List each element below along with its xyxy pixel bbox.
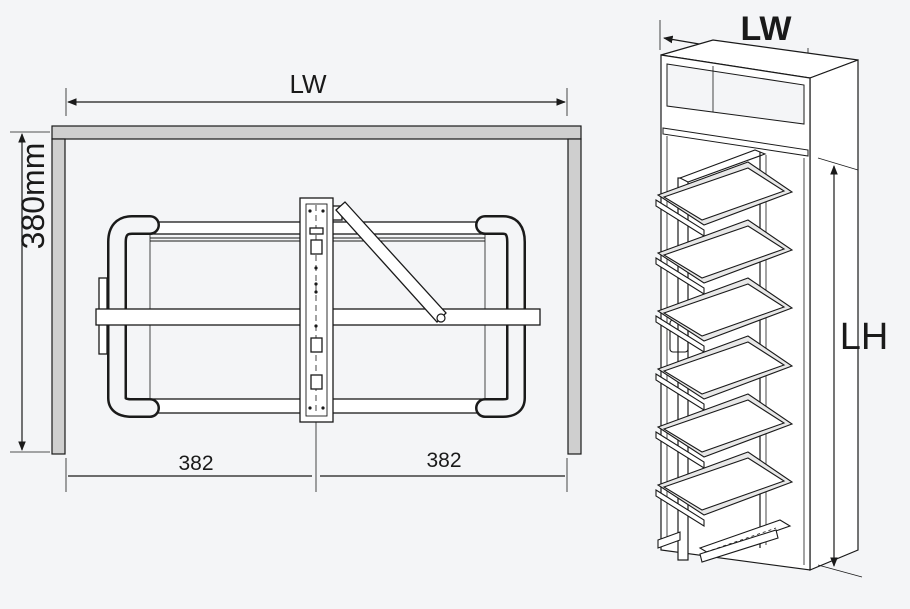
cabinet-left-wall [51, 138, 66, 455]
side-height-label: LH [840, 316, 889, 358]
tray [655, 335, 794, 411]
tray [655, 277, 794, 353]
side-view: LW LH [655, 10, 889, 578]
pullout-top-bracket [678, 149, 767, 183]
cabinet-top-board [51, 125, 582, 140]
half-width-dimensions: 382 382 [65, 420, 568, 492]
tray [655, 393, 794, 469]
tray [655, 219, 794, 295]
tray [655, 161, 794, 237]
side-width-label: LW [741, 10, 793, 48]
top-width-dimension: LW [65, 69, 568, 116]
central-post [299, 197, 334, 423]
side-height-dimension: LH [817, 157, 889, 578]
diagonal-arm [335, 201, 447, 323]
tray [655, 451, 794, 527]
right-half-label: 382 [426, 449, 461, 472]
top-depth-dimension: 380mm [10, 131, 51, 453]
top-view: LW 380mm 382 382 [10, 69, 582, 492]
cabinet-right-wall [567, 138, 582, 455]
top-width-label: LW [289, 69, 327, 99]
left-half-label: 382 [178, 452, 213, 475]
top-depth-label: 380mm [15, 143, 51, 250]
bottom-runner [657, 519, 792, 563]
